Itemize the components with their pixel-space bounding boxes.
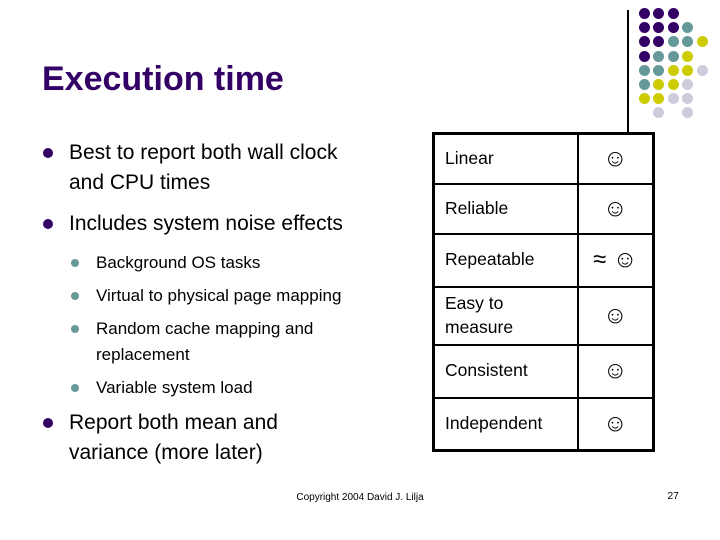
- decoration-dot: [682, 50, 694, 62]
- decoration-dot: [696, 36, 708, 48]
- bullet-icon: [71, 325, 79, 333]
- bullet-text: Background OS tasks: [96, 253, 261, 272]
- decoration-dot: [653, 22, 665, 34]
- decoration-dot: [696, 64, 708, 76]
- bullet-icon: [71, 384, 79, 392]
- sub-bullet-item: Virtual to physical page mapping: [71, 283, 443, 309]
- rating-smiley: ☺: [576, 396, 655, 452]
- sub-bullet-item: Background OS tasks: [71, 250, 443, 276]
- decoration-dot: [667, 64, 679, 76]
- criterion-label: Linear: [432, 132, 579, 185]
- bullet-icon: [43, 418, 53, 428]
- decoration-dot: [682, 64, 694, 76]
- rating-smiley: ☺: [576, 343, 655, 399]
- bullet-text: Virtual to physical page mapping: [96, 286, 342, 305]
- dot-decoration: [638, 7, 710, 121]
- ratings-table: Linear☺Reliable☺Repeatable≈ ☺Easy to mea…: [432, 132, 655, 452]
- criterion-label: Consistent: [432, 343, 579, 399]
- sub-bullet-item: Variable system load: [71, 375, 443, 401]
- sub-bullet-item: Random cache mapping and replacement: [71, 316, 443, 368]
- rating-smiley: ≈ ☺: [576, 232, 655, 288]
- table-row: Easy to measure☺: [432, 285, 655, 346]
- criterion-label: Reliable: [432, 182, 579, 235]
- decoration-dot: [653, 36, 665, 48]
- decoration-dot: [639, 64, 650, 76]
- bullet-item: Best to report both wall clock and CPU t…: [43, 138, 443, 198]
- bullet-list: Best to report both wall clock and CPU t…: [43, 138, 443, 479]
- bullet-icon: [43, 148, 53, 158]
- criterion-label: Repeatable: [432, 232, 579, 288]
- decoration-dot: [653, 78, 665, 90]
- ratings-table-body: Linear☺Reliable☺Repeatable≈ ☺Easy to mea…: [432, 132, 655, 452]
- table-row: Reliable☺: [432, 182, 655, 235]
- decoration-dot: [653, 64, 665, 76]
- bullet-icon: [43, 219, 53, 229]
- decoration-dot: [667, 78, 679, 90]
- decoration-dot: [639, 78, 650, 90]
- bullet-text: Variable system load: [96, 378, 253, 397]
- decoration-dot: [667, 93, 679, 105]
- decoration-dot: [639, 50, 650, 62]
- bullet-text: Report both mean and variance (more late…: [69, 411, 278, 464]
- criterion-label: Easy to measure: [432, 285, 579, 346]
- decoration-dot: [667, 8, 679, 19]
- decoration-dot: [682, 22, 694, 34]
- decoration-dot: [682, 36, 694, 48]
- decoration-dot: [653, 107, 665, 119]
- bullet-item: Includes system noise effects: [43, 209, 443, 239]
- decoration-dot: [639, 22, 650, 34]
- decoration-vertical-line: [627, 10, 629, 132]
- decoration-dot: [667, 22, 679, 34]
- decoration-dot: [682, 107, 694, 119]
- footer-copyright: Copyright 2004 David J. Lilja: [296, 492, 424, 503]
- table-row: Consistent☺: [432, 343, 655, 399]
- table-row: Linear☺: [432, 132, 655, 185]
- bullet-item: Report both mean and variance (more late…: [43, 408, 443, 468]
- decoration-dot: [639, 8, 650, 19]
- decoration-dot: [682, 78, 694, 90]
- bullet-text: Random cache mapping and replacement: [96, 319, 314, 364]
- decoration-dot: [653, 50, 665, 62]
- decoration-dot: [639, 93, 650, 105]
- slide-title: Execution time: [42, 60, 284, 98]
- page-number: 27: [667, 490, 679, 502]
- decoration-dot: [639, 36, 650, 48]
- decoration-dot: [667, 50, 679, 62]
- decoration-dot: [653, 8, 665, 19]
- bullet-icon: [71, 259, 79, 267]
- table-row: Repeatable≈ ☺: [432, 232, 655, 288]
- rating-smiley: ☺: [576, 182, 655, 235]
- rating-smiley: ☺: [576, 285, 655, 346]
- bullet-text: Best to report both wall clock and CPU t…: [69, 141, 338, 194]
- decoration-dot: [667, 36, 679, 48]
- bullet-text: Includes system noise effects: [69, 212, 343, 235]
- bullet-icon: [71, 292, 79, 300]
- criterion-label: Independent: [432, 396, 579, 452]
- decoration-dot: [653, 93, 665, 105]
- rating-smiley: ☺: [576, 132, 655, 185]
- table-row: Independent☺: [432, 396, 655, 452]
- decoration-dot: [682, 93, 694, 105]
